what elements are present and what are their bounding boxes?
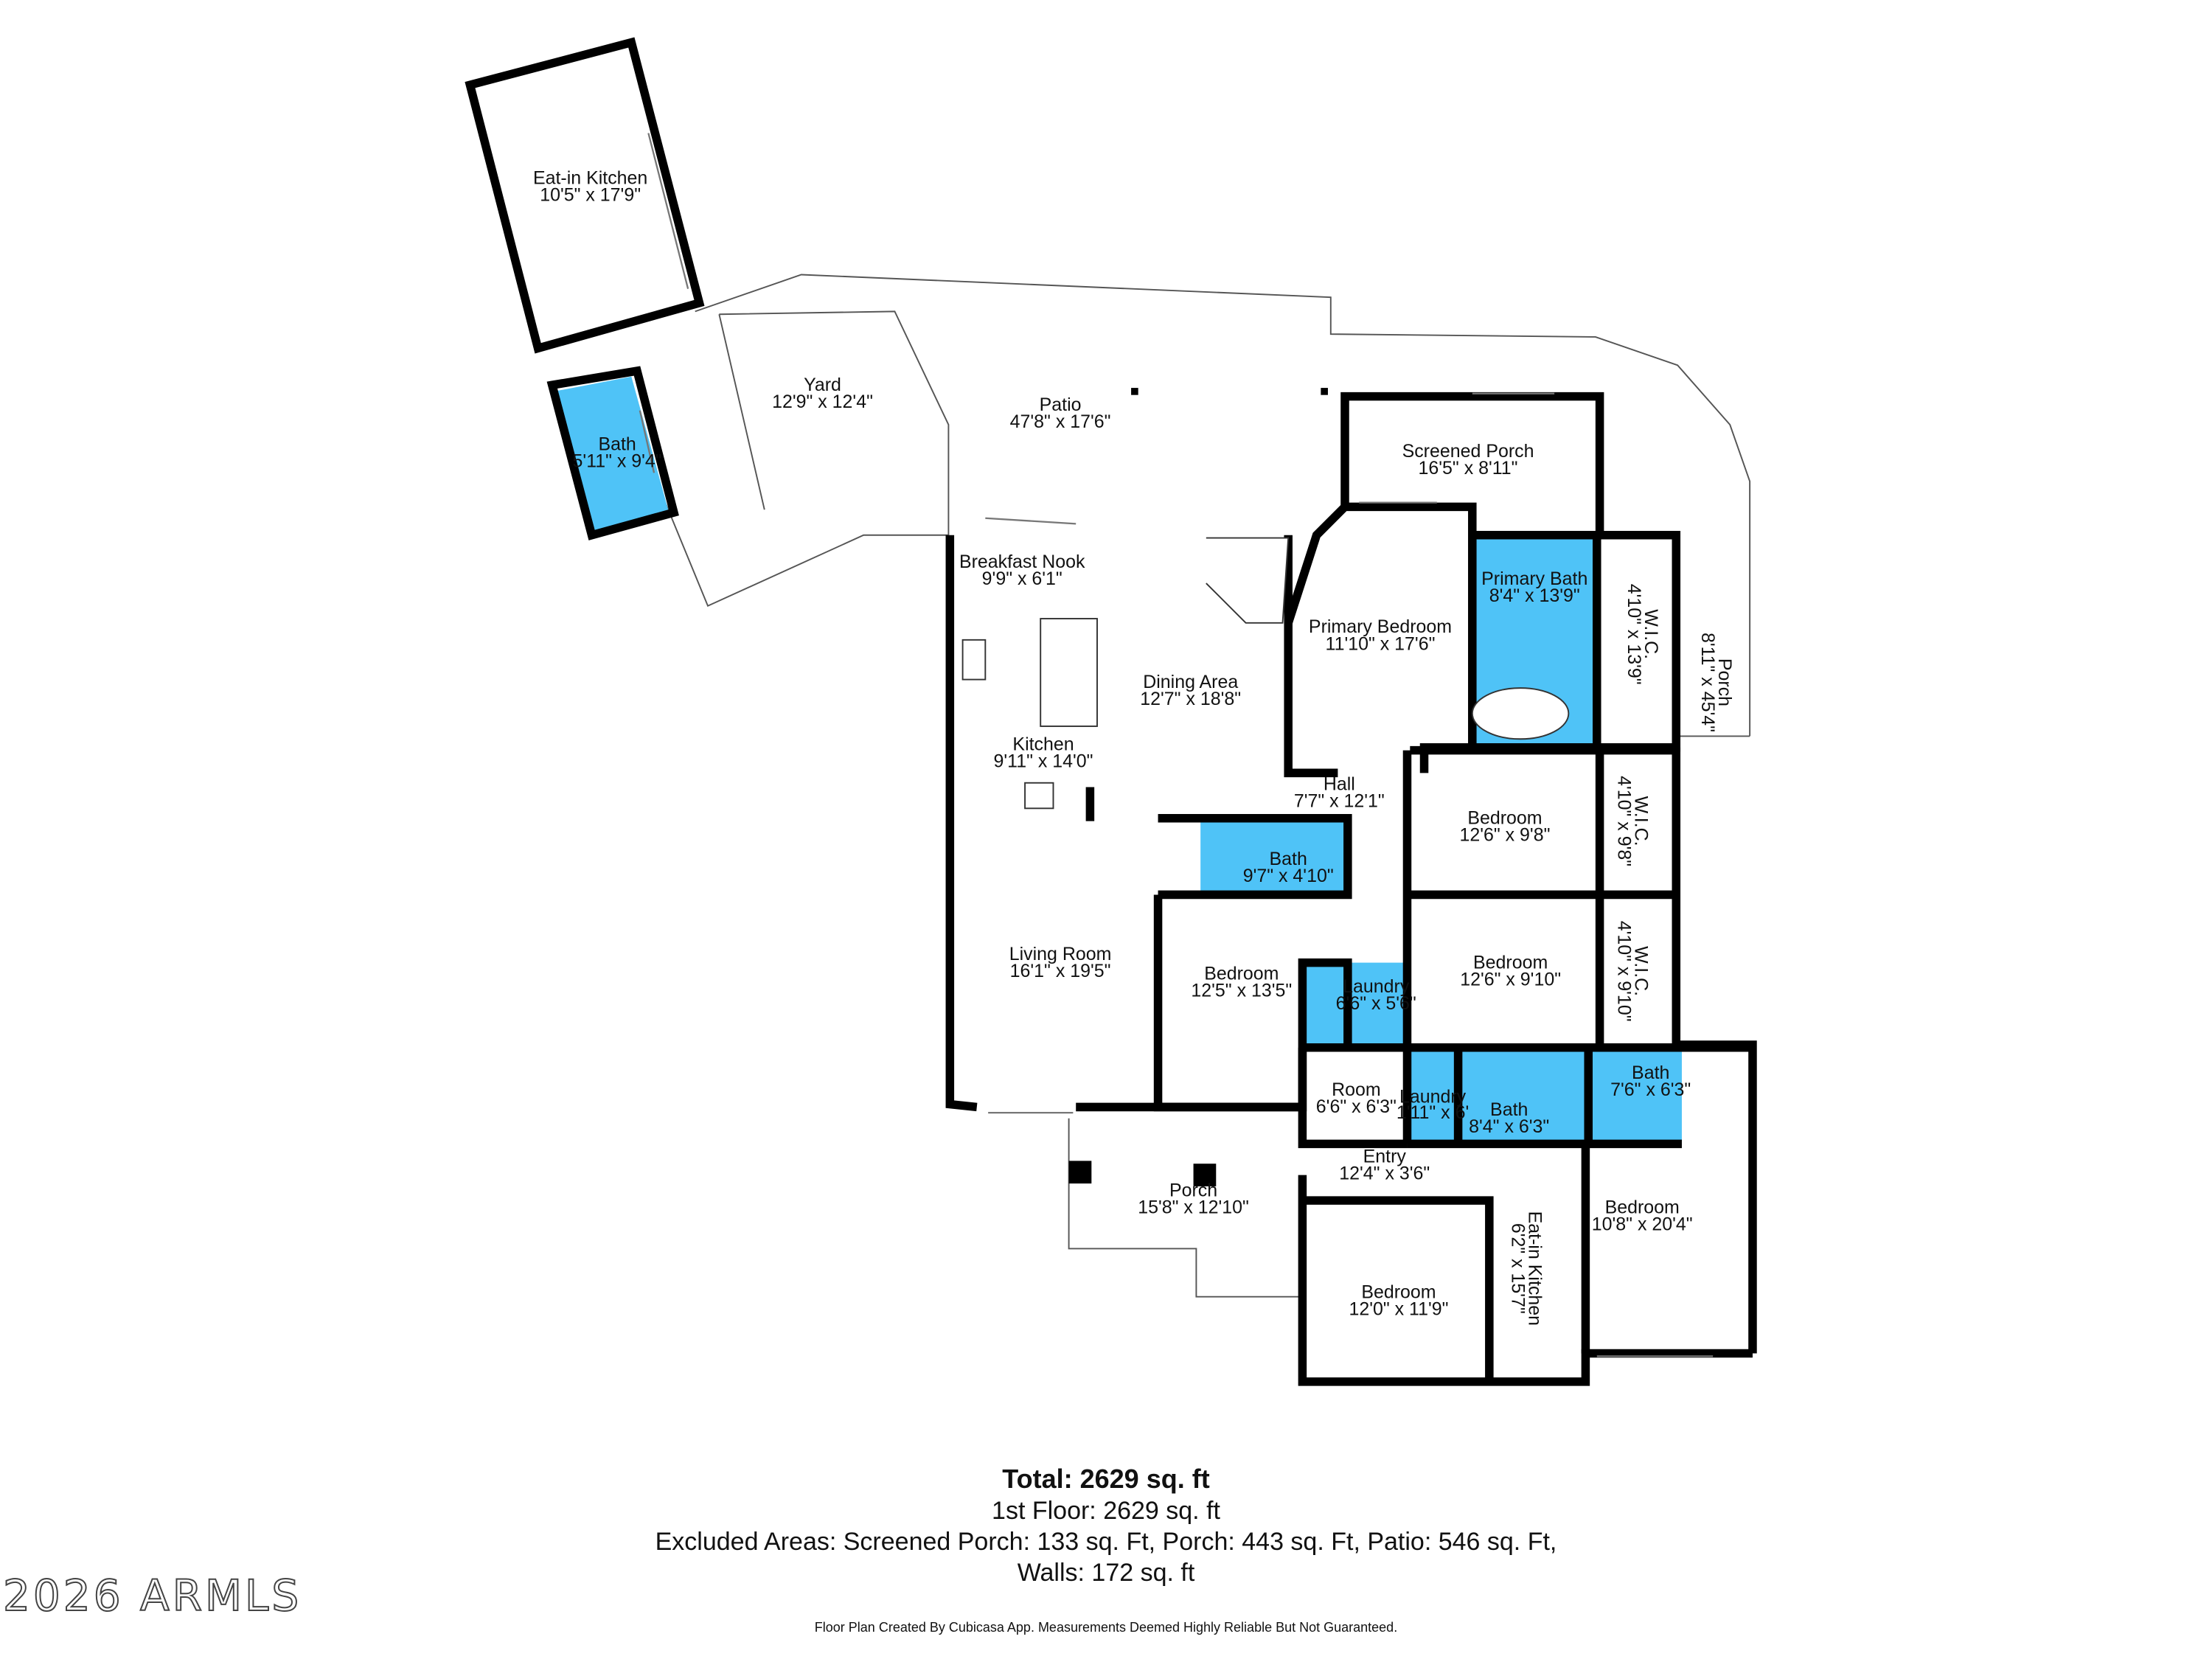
- room-label-name: Bath: [1270, 849, 1307, 869]
- pillars: [1068, 388, 1328, 1186]
- room-label-name: Entry: [1363, 1146, 1407, 1166]
- room-label-name: Yard: [804, 375, 841, 395]
- room-label-name: Bath: [1490, 1099, 1528, 1120]
- room-6-6-walls: [1298, 1047, 1408, 1149]
- room-label-dims: 7'6" x 6'3": [1610, 1079, 1691, 1100]
- room-label-dims: 9'11" x 14'0": [994, 751, 1093, 772]
- room-label-dims: 9'7" x 4'10": [1243, 866, 1334, 886]
- yard-edge: [718, 314, 765, 510]
- bathtub: [1471, 687, 1570, 740]
- bath-8-4-fill: [1458, 1047, 1589, 1141]
- room-label-dims: 10'8" x 20'4": [1592, 1214, 1693, 1234]
- room-label-dims: 12'7" x 18'8": [1140, 689, 1241, 709]
- room-label-name: Bedroom: [1204, 964, 1279, 984]
- room-label-name: W.I.C.: [1631, 946, 1652, 996]
- room-label-name: Bedroom: [1473, 952, 1548, 973]
- room-label-name: Bedroom: [1467, 807, 1542, 828]
- room-label-dims: 8'11" x 45'4": [1697, 633, 1718, 732]
- room-label-name: Porch: [1714, 658, 1735, 706]
- room-label-name: Primary Bedroom: [1309, 616, 1452, 637]
- room-label-name: Bedroom: [1605, 1197, 1680, 1217]
- kitchen-island: [1040, 618, 1098, 727]
- room-label-dims: 1'11" x 6': [1397, 1102, 1469, 1123]
- small-laundry-fill: [1410, 1047, 1458, 1141]
- room-label-name: Bath: [1632, 1062, 1669, 1083]
- floor-area: 1st Floor: 2629 sq. ft: [992, 1497, 1220, 1525]
- guest-house-bath-walls: [546, 366, 679, 540]
- credit-note: Floor Plan Created By Cubicasa App. Meas…: [814, 1620, 1398, 1635]
- room-label-dims: 12'0" x 11'9": [1349, 1299, 1448, 1320]
- windows: [639, 133, 1714, 1357]
- bedroom-12-5-walls: [1153, 894, 1352, 1112]
- excluded-areas: Excluded Areas: Screened Porch: 133 sq. …: [655, 1528, 1557, 1556]
- room-label-name: Patio: [1040, 394, 1082, 415]
- room-label-name: W.I.C.: [1631, 796, 1652, 846]
- south-wing-walls: [1298, 1175, 1753, 1386]
- wet-room-fills: [557, 376, 1682, 1141]
- exterior-outlines: [664, 274, 1751, 1298]
- room-label-dims: 4'10" x 9'10": [1614, 921, 1635, 1022]
- room-label-dims: 10'5" x 17'9": [540, 185, 641, 206]
- south-bedroom-walls: [1302, 1196, 1494, 1382]
- room-label-dims: 12'5" x 13'5": [1191, 981, 1292, 1001]
- walls: [465, 37, 1757, 1386]
- floor-plan: Eat-in Kitchen 10'5" x 17'9" Bath 5'11" …: [465, 37, 1757, 1386]
- laundry-fill: [1305, 962, 1408, 1045]
- room-label-dims: 6'2" x 15'7": [1508, 1223, 1528, 1314]
- room-label-dims: 11'10" x 17'6": [1326, 633, 1436, 654]
- room-label-dims: 16'1" x 19'5": [1010, 961, 1111, 981]
- room-label-dims: 9'9" x 6'1": [982, 568, 1062, 589]
- room-label-name: Living Room: [1009, 944, 1112, 964]
- kitchen-counter: [961, 639, 987, 681]
- room-label-name: Laundry: [1343, 976, 1410, 997]
- room-label-name: Room: [1332, 1079, 1381, 1100]
- room-label-dims: 4'10" x 13'9": [1624, 584, 1644, 685]
- room-label-name: Bedroom: [1361, 1282, 1436, 1303]
- room-label-name: Kitchen: [1012, 734, 1074, 755]
- room-label-dims: 12'6" x 9'8": [1459, 824, 1550, 845]
- room-label-name: Eat-in Kitchen: [1525, 1211, 1545, 1326]
- room-label-dims: 12'4" x 3'6": [1339, 1163, 1430, 1183]
- guest-house-kitchen-walls: [465, 37, 705, 354]
- room-label-dims: 6'6" x 6'3": [1316, 1096, 1397, 1117]
- stove: [1024, 782, 1054, 810]
- stairs: [1206, 537, 1290, 624]
- total-area: Total: 2629 sq. ft: [1002, 1464, 1210, 1494]
- room-label-name: Breakfast Nook: [959, 552, 1085, 572]
- room-label-dims: 47'8" x 17'6": [1010, 411, 1111, 432]
- yard-outline: [664, 310, 950, 608]
- room-label-dims: 5'11" x 9'4": [573, 451, 662, 472]
- room-label-dims: 6'6" x 5'6": [1336, 993, 1416, 1014]
- room-label-dims: 12'9" x 12'4": [772, 392, 873, 412]
- room-label-dims: 15'8" x 12'10": [1138, 1197, 1249, 1217]
- room-label-name: Dining Area: [1143, 672, 1238, 692]
- room-labels: Eat-in Kitchen 10'5" x 17'9" Bath 5'11" …: [533, 168, 1735, 1326]
- room-label-name: Laundry: [1399, 1087, 1467, 1107]
- room-label-name: Bath: [598, 434, 636, 455]
- hall-bath-walls: [1158, 814, 1352, 900]
- walls-area: Walls: 172 sq. ft: [1017, 1559, 1195, 1587]
- room-label-name: Hall: [1324, 773, 1355, 794]
- main-west-wall: [945, 535, 978, 1112]
- room-label-dims: 16'5" x 8'11": [1419, 458, 1518, 479]
- room-label-name: W.I.C.: [1641, 609, 1661, 659]
- room-label-name: Primary Bath: [1481, 568, 1587, 589]
- bath-7-6-fill: [1588, 1047, 1682, 1141]
- room-label-dims: 8'4" x 6'3": [1469, 1116, 1549, 1137]
- hall-bath-fill: [1200, 818, 1346, 894]
- room-label-name: Porch: [1169, 1180, 1217, 1200]
- room-label-dims: 7'7" x 12'1": [1294, 790, 1385, 811]
- front-porch-outline: [1068, 1118, 1303, 1298]
- patio-outline: [695, 274, 1751, 737]
- screened-porch-walls: [1340, 392, 1604, 535]
- room-label-dims: 4'10" x 9'8": [1614, 776, 1635, 866]
- room-label-dims: 12'6" x 9'10": [1460, 969, 1561, 990]
- fixtures: [961, 537, 1570, 810]
- room-label-dims: 8'4" x 13'9": [1489, 585, 1580, 606]
- watermark: 2026 ARMLS: [2, 1570, 302, 1621]
- room-label-name: Screened Porch: [1402, 441, 1534, 462]
- room-label-name: Eat-in Kitchen: [533, 168, 647, 189]
